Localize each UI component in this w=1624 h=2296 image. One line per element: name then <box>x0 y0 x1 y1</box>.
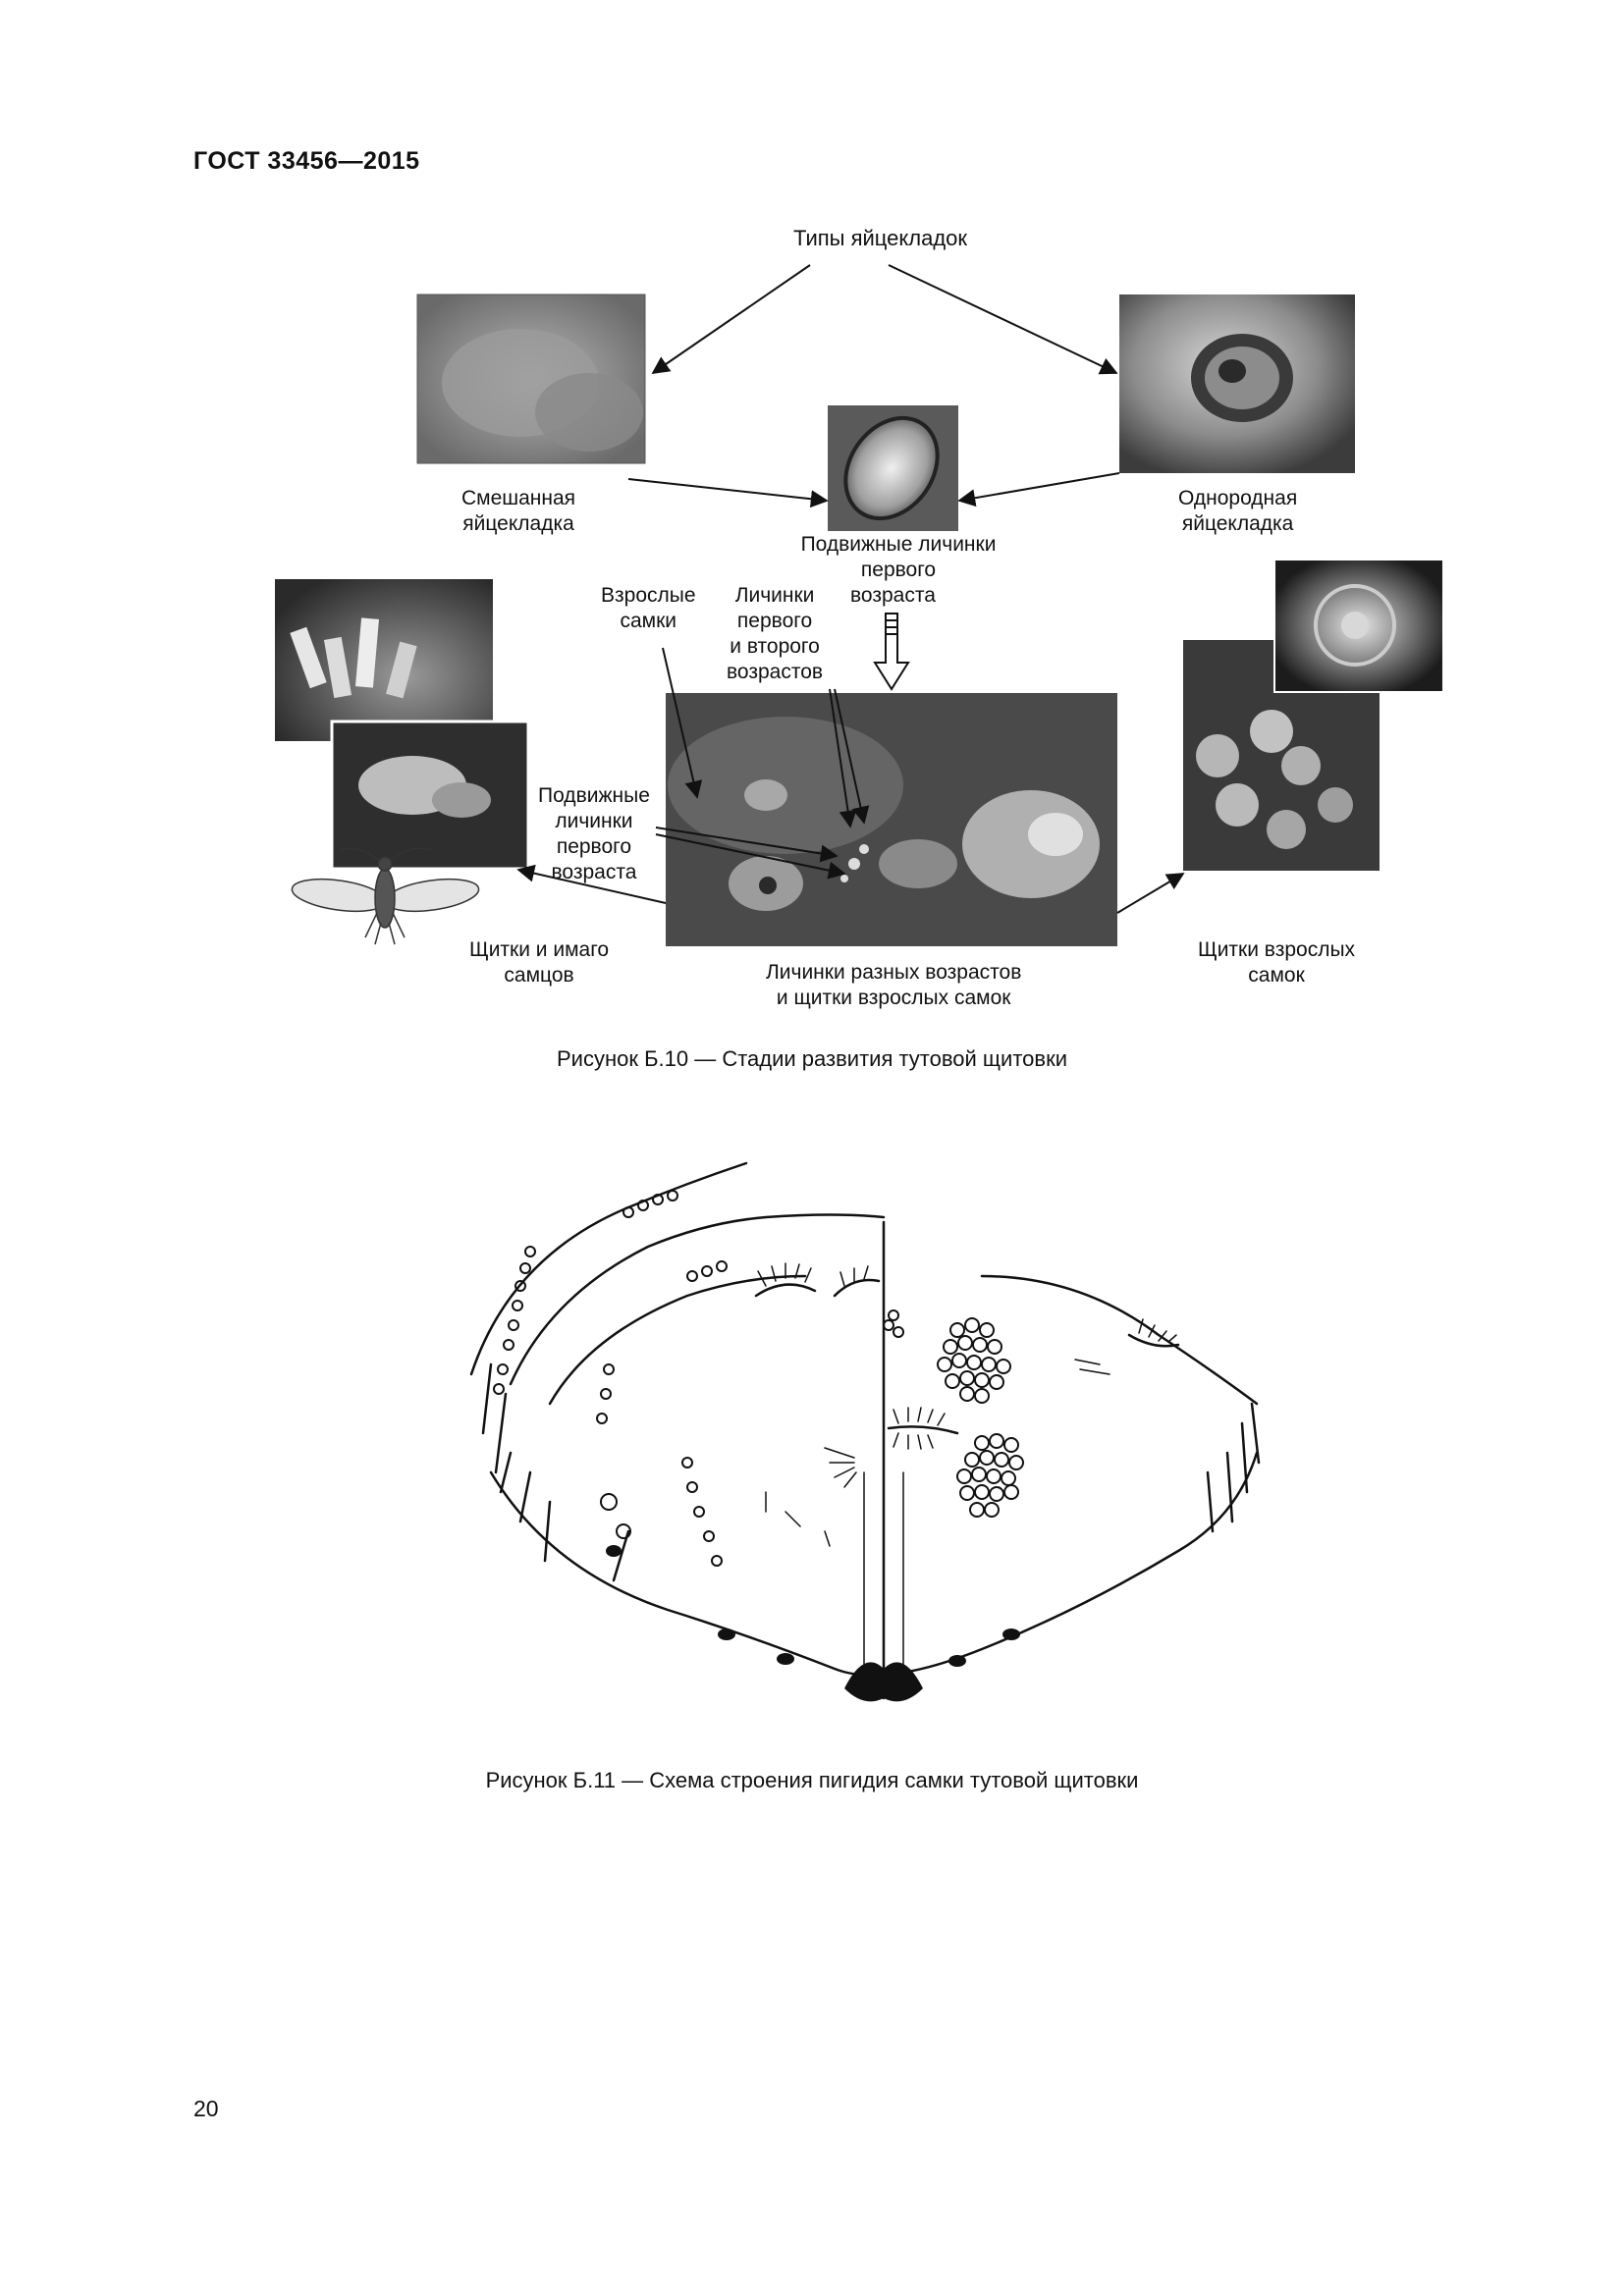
label-mixed-egg-laying: Смешанная яйцекладка <box>461 487 576 535</box>
label-egg-laying-types: Типы яйцекладок <box>793 226 968 250</box>
label-homogeneous-egg-laying: Однородная яйцекладка <box>1178 487 1298 535</box>
page-number: 20 <box>193 2096 219 2121</box>
document-id: ГОСТ 33456—2015 <box>193 147 420 175</box>
photo-homogeneous-egg-laying <box>1119 294 1355 473</box>
label-larvae-first-second: Личинки первого и второго возрастов <box>727 584 824 683</box>
label-male-scales-imago: Щитки и имаго самцов <box>469 938 610 987</box>
hollow-down-arrow <box>873 613 910 691</box>
winged-male-drawing <box>291 847 480 945</box>
photo-female-scales <box>1183 559 1444 871</box>
label-crawlers-top: Подвижные личинки первого <box>800 533 997 581</box>
perivulvar-pores <box>883 1309 1024 1518</box>
figure-b11-caption: Рисунок Б.11 — Схема строения пигидия са… <box>485 1768 1139 1792</box>
photo-male-scales <box>275 579 530 871</box>
label-adult-female-scales: Щитки взрослых самок <box>1198 938 1356 987</box>
photo-mixed-egg-laying <box>416 294 646 464</box>
photo-crawler-closeup <box>828 405 958 531</box>
diagram-arrows <box>516 264 1185 914</box>
label-crawlers-top-instar: возраста <box>850 584 936 607</box>
label-adult-females: Взрослые самки <box>601 584 696 632</box>
photo-various-instars <box>666 693 1117 946</box>
figure-b10-caption: Рисунок Б.10 — Стадии развития тутовой щ… <box>556 1046 1067 1071</box>
pygidial-lobes <box>606 1545 1020 1702</box>
label-various-instars: Личинки разных возрастов и щитки взрослы… <box>766 961 1022 1009</box>
label-crawlers-middle: Подвижные личинки первого возраста <box>538 784 650 883</box>
